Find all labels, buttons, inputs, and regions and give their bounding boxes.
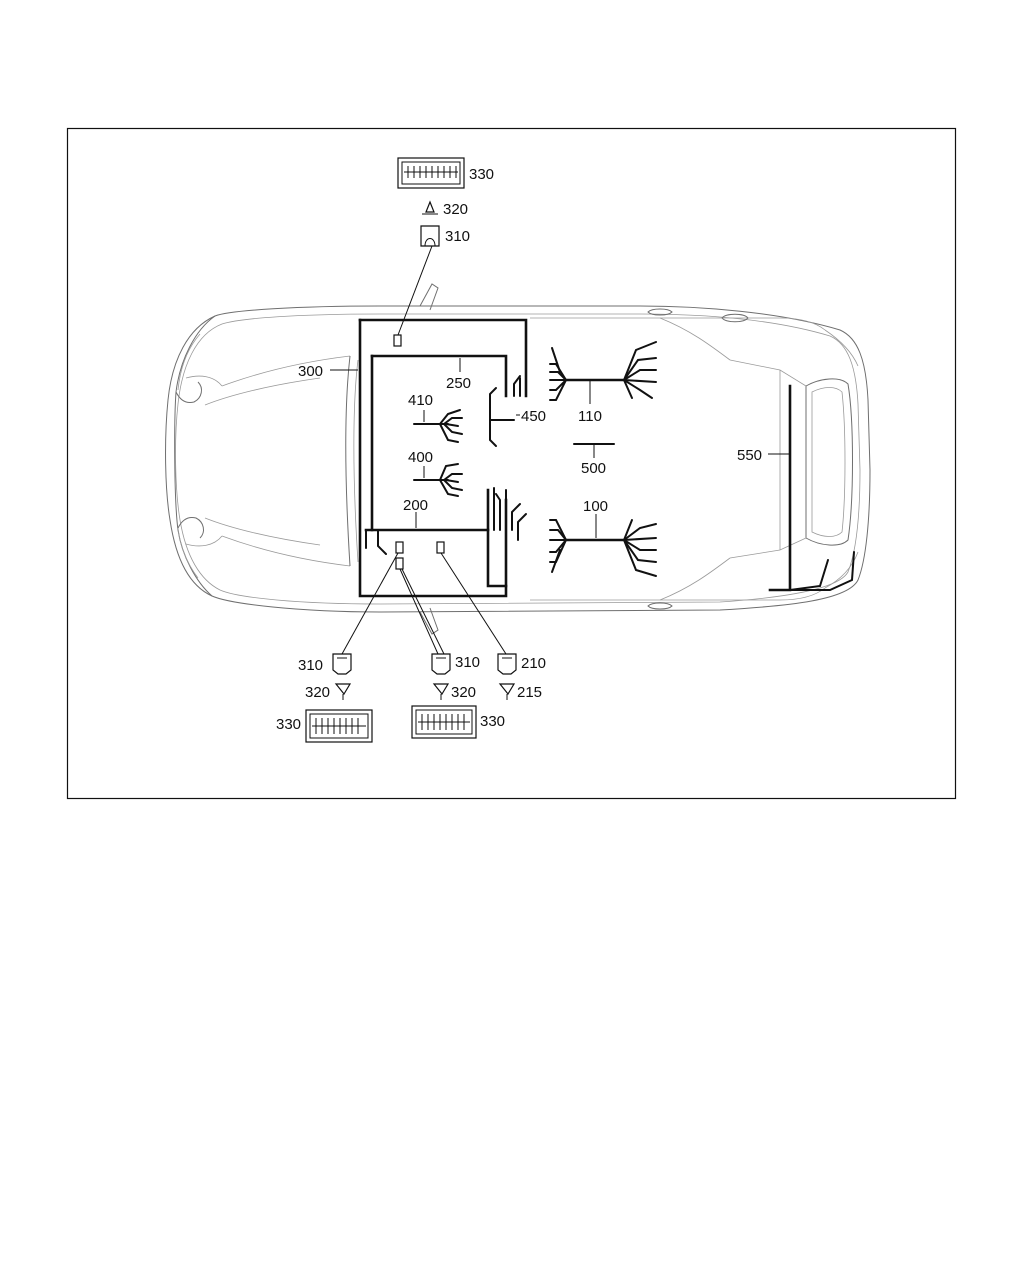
- car-body-outline: [165, 283, 871, 635]
- connector-330-bl: [305, 709, 373, 743]
- label-310-bm: 310: [455, 654, 480, 671]
- label-200: 200: [403, 497, 428, 514]
- label-310-top: 310: [445, 228, 470, 245]
- housing-310-top: [420, 225, 440, 247]
- connector-310-top-mount: [393, 334, 402, 347]
- label-500: 500: [581, 460, 606, 477]
- connector-310-bm-mount: [395, 557, 404, 570]
- label-410: 410: [408, 392, 433, 409]
- label-330-top: 330: [469, 166, 494, 183]
- harness-300-loop: [358, 318, 508, 598]
- label-450: 450: [521, 408, 546, 425]
- housing-310-bl: [332, 653, 352, 675]
- connector-310-bl-mount: [395, 541, 404, 554]
- label-100: 100: [583, 498, 608, 515]
- label-550: 550: [737, 447, 762, 464]
- harness-250: [370, 354, 508, 398]
- connector-330-top: [397, 157, 465, 189]
- label-400: 400: [408, 449, 433, 466]
- label-320-bl: 320: [305, 684, 330, 701]
- harness-110: [549, 341, 657, 401]
- label-110: 110: [578, 408, 602, 425]
- harness-450: [489, 387, 497, 409]
- label-250: 250: [446, 375, 471, 392]
- label-320-bm: 320: [451, 684, 476, 701]
- connector-210-mount: [436, 541, 445, 554]
- label-215: 215: [517, 684, 542, 701]
- connector-330-bm: [411, 705, 477, 739]
- label-210: 210: [521, 655, 546, 672]
- housing-210: [497, 653, 517, 675]
- harness-300-top: [358, 318, 528, 398]
- terminal-320-bm: [432, 683, 450, 696]
- diagram-frame: [66, 127, 957, 800]
- label-330-bl: 330: [276, 716, 301, 733]
- harness-100: [549, 519, 657, 577]
- terminal-215: [498, 683, 516, 696]
- label-320-top: 320: [443, 201, 468, 218]
- label-330-bm: 330: [480, 713, 505, 730]
- housing-310-bm: [431, 653, 451, 675]
- terminal-320-bl: [334, 683, 352, 696]
- label-310-bl: 310: [298, 657, 323, 674]
- label-300: 300: [298, 363, 323, 380]
- harness-410: [413, 409, 463, 443]
- harness-400: [413, 463, 463, 497]
- terminal-320-top: [425, 200, 435, 213]
